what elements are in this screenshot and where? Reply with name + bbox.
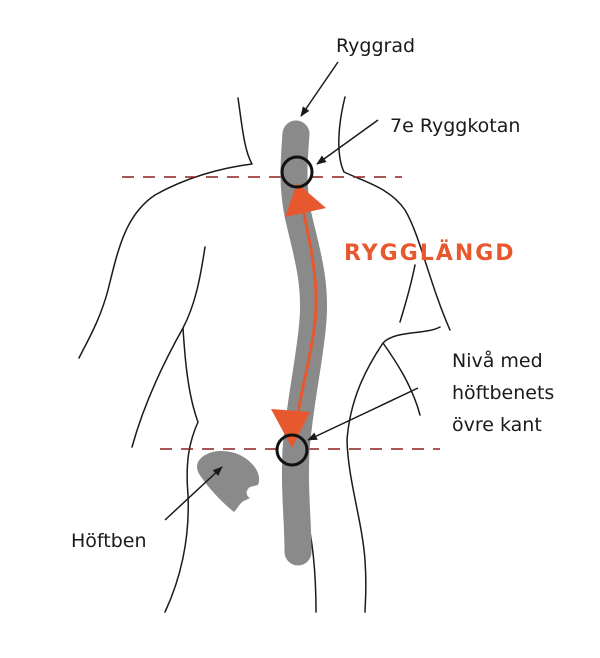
c7-marker — [280, 155, 314, 189]
hip-bone-leader-arrow — [164, 466, 223, 521]
hip-level-marker — [275, 433, 309, 467]
c7-leader-arrow — [316, 119, 379, 165]
arrowhead-down — [271, 409, 310, 448]
hip-level-label-line1: Nivå med — [452, 349, 543, 372]
back-length-label: RYGGLÄNGD — [344, 240, 516, 266]
hip-level-label-line3: övre kant — [452, 414, 542, 436]
hip-level-leader-arrow — [307, 387, 419, 441]
spine-label: Ryggrad — [336, 35, 415, 57]
c7-label: 7e Ryggkotan — [390, 115, 520, 137]
hip-bone-label: Höftben — [71, 530, 147, 552]
hip-level-label-line2: höftbenets — [452, 382, 554, 404]
spine-leader-arrow — [300, 61, 339, 117]
body-outline — [78, 96, 451, 613]
hip-bone-shape — [197, 450, 260, 512]
back-length-arrow — [271, 183, 326, 448]
arrowhead-up — [285, 183, 326, 217]
